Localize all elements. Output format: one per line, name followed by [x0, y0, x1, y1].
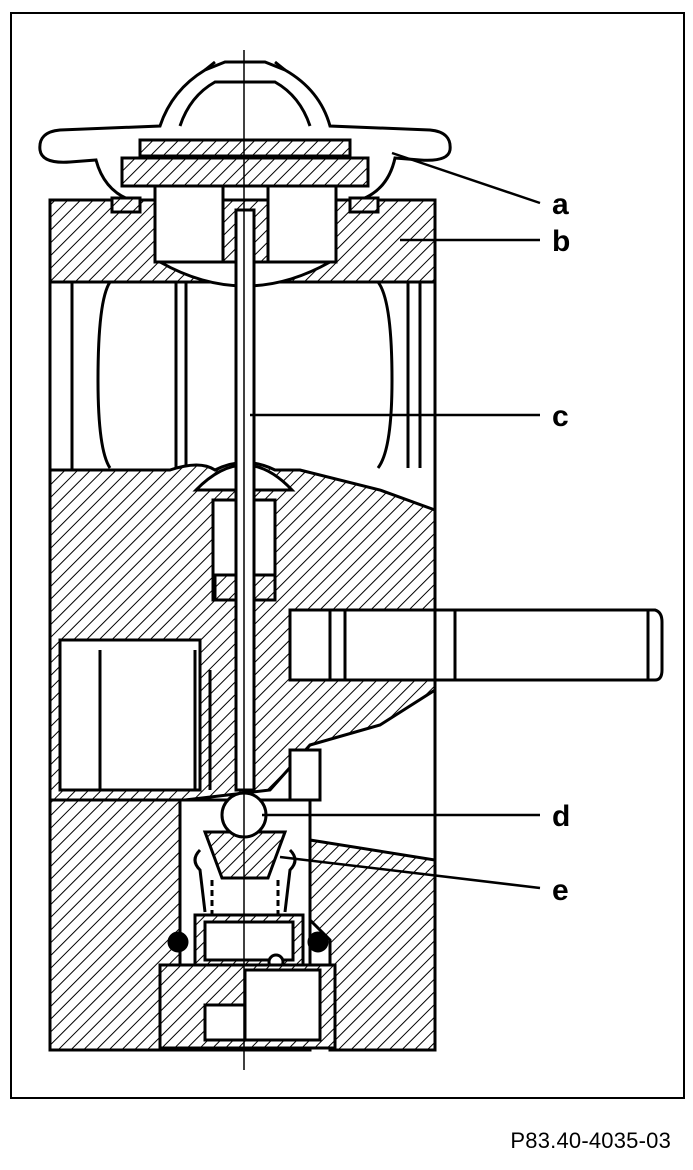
- bottom-plug: [158, 913, 337, 1050]
- callout-leaders: [250, 151, 541, 890]
- callout-b: b: [552, 225, 570, 258]
- callout-d: d: [552, 800, 570, 833]
- callout-c: c: [552, 400, 569, 433]
- callout-e: e: [552, 874, 569, 907]
- side-fitting: [288, 608, 664, 682]
- diaphragm-head: [38, 60, 452, 202]
- figure-id: P83.40-4035-03: [510, 1128, 671, 1153]
- spring-seat: [193, 830, 297, 920]
- callout-a: a: [552, 188, 569, 221]
